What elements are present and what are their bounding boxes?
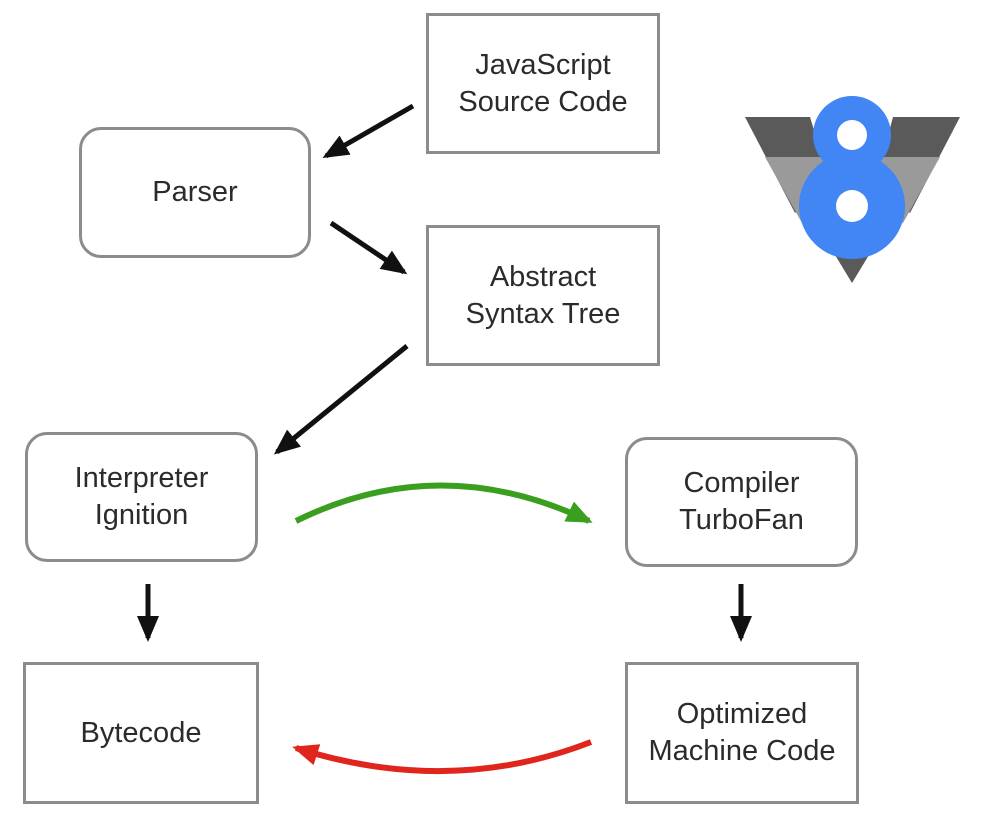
node-label: Compiler: [683, 467, 800, 499]
arrow-optimized-to-bytecode: [292, 739, 593, 775]
v8-logo-icon: [745, 96, 960, 283]
bytecode-node: Bytecode: [23, 662, 259, 804]
optimized-machine-code-node: Optimized Machine Code: [625, 662, 859, 804]
interpreter-ignition-node: Interpreter Ignition: [25, 432, 258, 562]
compiler-turbofan-node: Compiler TurboFan: [625, 437, 858, 567]
node-label: JavaScript: [475, 48, 611, 81]
node-label: Ignition: [94, 499, 189, 531]
arrow-parser-to-ast: [329, 220, 408, 275]
arrow-ast-to-interpreter: [273, 344, 409, 455]
node-label: Optimized: [676, 698, 808, 730]
node-label: Syntax Tree: [465, 297, 621, 330]
v8-logo-lower-hole: [836, 190, 868, 222]
javascript-source-code-node: JavaScript Source Code: [426, 13, 660, 154]
node-label: Machine Code: [648, 735, 836, 767]
node-label: Parser: [152, 176, 238, 208]
arrow-interpreter-to-compiler: [294, 482, 593, 524]
arrow-source-to-parser: [322, 103, 415, 159]
node-label: TurboFan: [679, 504, 804, 536]
node-label: Source Code: [458, 85, 628, 118]
node-label: Interpreter: [74, 462, 209, 494]
node-label: Bytecode: [80, 716, 202, 749]
node-label: Abstract: [489, 260, 597, 293]
parser-node: Parser: [79, 127, 311, 258]
v8-logo-upper-hole: [837, 120, 867, 150]
abstract-syntax-tree-node: Abstract Syntax Tree: [426, 225, 660, 366]
